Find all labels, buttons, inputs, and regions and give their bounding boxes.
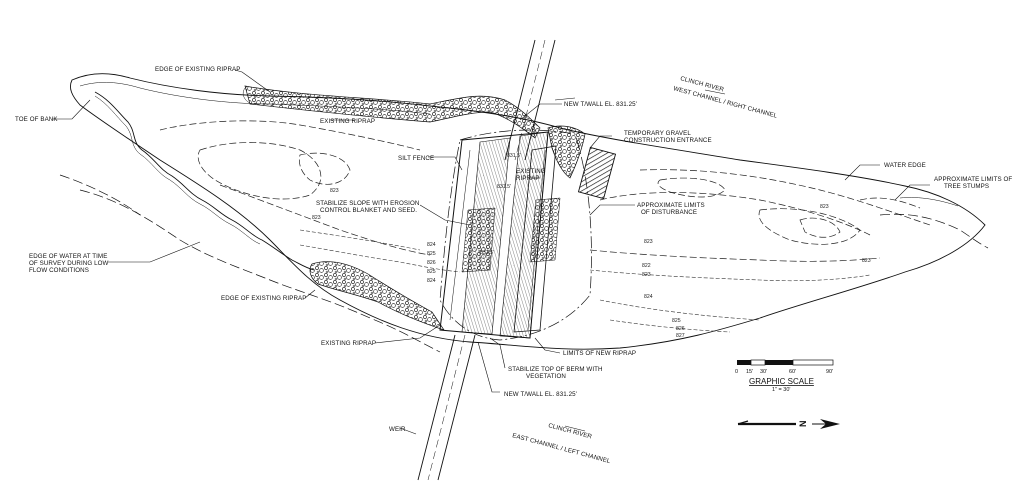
north-letter: N	[798, 421, 808, 428]
contour-label-823-c: 823	[644, 239, 653, 245]
label-existing-riprap-bottom: EXISTING RIPRAP	[321, 340, 376, 347]
label-edge-riprap-top: EDGE OF EXISTING RIPRAP	[155, 66, 241, 73]
contour-label-823-e: 823	[862, 258, 871, 264]
label-existing-riprap-top: EXISTING RIPRAP	[320, 118, 375, 125]
contour-label-825-b: 825	[427, 269, 436, 275]
elev-8315-a: 831.5'	[507, 153, 521, 159]
label-temp-gravel-2: CONSTRUCTION ENTRANCE	[624, 137, 712, 144]
contours	[159, 120, 931, 333]
contour-label-823-b: 823	[312, 215, 321, 221]
existing-riprap-top	[242, 85, 541, 139]
label-new-twall-bottom: NEW T/WALL EL. 831.25'	[504, 391, 577, 398]
tree-stumps-limit	[879, 213, 989, 249]
contour-label-826-a: 826	[427, 260, 436, 266]
scale-tick-15: 15'	[746, 369, 753, 375]
contour-label-825-c: 825	[672, 318, 681, 324]
contour-label-823-f: 823	[820, 204, 829, 210]
label-river-bottom-1: CLINCH RIVER	[547, 422, 593, 440]
berm-structure	[439, 131, 561, 339]
contour-label-823-d: 823	[642, 272, 651, 278]
contour-label-823-a: 823	[330, 188, 339, 194]
limits-of-disturbance	[439, 129, 592, 341]
label-temp-gravel-1: TEMPORARY GRAVEL	[624, 130, 691, 137]
label-edge-water-3: FLOW CONDITIONS	[29, 267, 89, 274]
label-silt-fence: SILT FENCE	[398, 155, 434, 162]
scale-title: GRAPHIC SCALE	[749, 377, 814, 386]
existing-riprap-mid	[547, 125, 586, 179]
label-stabilize-berm-1: STABILIZE TOP OF BERM WITH	[508, 366, 603, 373]
label-water-edge: WATER EDGE	[884, 162, 926, 169]
label-limits-new-riprap: LIMITS OF NEW RIPRAP	[563, 350, 636, 357]
label-edge-water-2: OF SURVEY DURING LOW	[29, 260, 109, 267]
label-limits-disturbance-2: OF DISTURBANCE	[641, 209, 697, 216]
contour-label-827: 827	[676, 333, 685, 339]
gravel-entrance	[577, 146, 617, 200]
label-stabilize-slope-1: STABILIZE SLOPE WITH EROSION	[316, 200, 419, 207]
label-new-twall-top: NEW T/WALL EL. 831.25'	[564, 101, 637, 108]
toe-of-bank-line	[94, 91, 315, 271]
elev-8315-c: 831.5'	[480, 250, 494, 256]
contour-label-822-a: 822	[642, 263, 651, 269]
label-tree-stumps-2: TREE STUMPS	[944, 183, 989, 190]
weir	[417, 39, 556, 481]
label-river-bottom-2: EAST CHANNEL / LEFT CHANNEL	[511, 432, 611, 465]
graphic-scale: 0 15' 30' 60' 90' GRAPHIC SCALE 1" = 30'	[735, 359, 834, 393]
leader-lines	[52, 69, 930, 435]
label-stabilize-berm-2: VEGETATION	[526, 373, 566, 380]
label-river-top-2: WEST CHANNEL / RIGHT CHANNEL	[672, 85, 778, 120]
contour-label-824-c: 824	[644, 294, 653, 300]
elev-8315-b: 831.5'	[497, 184, 511, 190]
scale-ratio: 1" = 30'	[772, 387, 790, 393]
label-edge-water-1: EDGE OF WATER AT TIME	[29, 253, 107, 260]
label-existing-mid-1: EXISTING	[516, 168, 546, 175]
scale-tick-90: 90'	[826, 369, 833, 375]
label-weir: WEIR	[389, 426, 406, 433]
label-stabilize-slope-2: CONTROL BLANKET AND SEED.	[320, 207, 417, 214]
contour-label-825-a: 825	[427, 251, 436, 257]
scale-tick-60: 60'	[789, 369, 796, 375]
label-tree-stumps-1: APPROXIMATE LIMITS OF	[934, 176, 1012, 183]
contour-label-824-b: 824	[427, 278, 436, 284]
contour-label-826-b: 826	[676, 326, 685, 332]
existing-riprap-bottom	[309, 261, 445, 331]
contour-label-824-a: 824	[427, 242, 436, 248]
scale-tick-30: 30'	[760, 369, 767, 375]
scale-tick-0: 0	[735, 369, 738, 375]
edge-of-water-line	[79, 189, 441, 353]
label-limits-disturbance-1: APPROXIMATE LIMITS	[637, 202, 705, 209]
north-arrow-icon: N	[737, 419, 840, 429]
label-edge-riprap-bottom: EDGE OF EXISTING RIPRAP	[221, 295, 307, 302]
label-existing-mid-2: RIPRAP	[516, 175, 540, 182]
label-toe-of-bank: TOE OF BANK	[15, 116, 58, 123]
